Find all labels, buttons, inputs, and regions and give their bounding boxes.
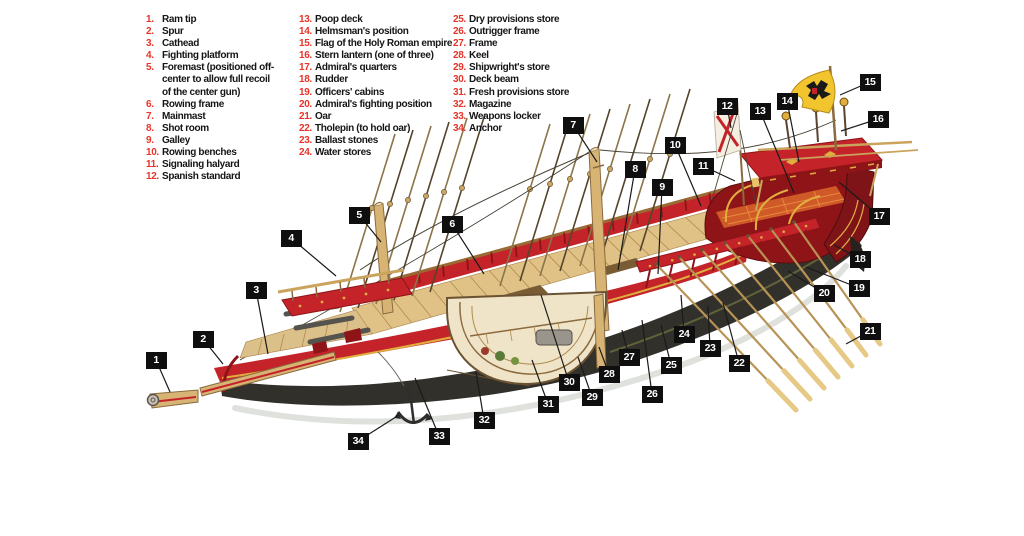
callout-tag-16: 16 <box>867 110 889 128</box>
fighting-platform <box>277 268 413 317</box>
gun-carriage <box>344 328 362 343</box>
callout-tag-25: 25 <box>660 356 682 374</box>
callout-tag-21: 21 <box>859 322 881 340</box>
callout-tag-2: 2 <box>192 330 214 348</box>
callout-tag-5: 5 <box>348 206 370 224</box>
callout-tag-10: 10 <box>664 136 686 154</box>
rigging <box>239 88 837 361</box>
callout-tag-23: 23 <box>699 339 721 357</box>
callout-tag-22: 22 <box>728 354 750 372</box>
callout-tag-14: 14 <box>776 92 798 110</box>
callout-tag-1: 1 <box>145 351 167 369</box>
leader-line-13 <box>759 110 795 194</box>
callout-tag-15: 15 <box>859 73 881 91</box>
stores-cargo <box>495 351 505 361</box>
leader-line-10 <box>674 144 702 207</box>
callout-tag-9: 9 <box>651 178 673 196</box>
callout-tag-27: 27 <box>618 348 640 366</box>
flag-holy-roman-empire <box>789 69 836 114</box>
leader-line-26 <box>641 319 653 395</box>
poop-deck <box>716 186 846 228</box>
callout-tag-8: 8 <box>624 160 646 178</box>
hull-side <box>214 248 748 382</box>
mainmast <box>588 147 610 333</box>
deck-hatch <box>600 258 643 275</box>
leader-line-30 <box>540 294 570 383</box>
callout-tag-33: 33 <box>428 427 450 445</box>
far-bulwark <box>345 178 762 306</box>
leader-line-14 <box>786 100 800 163</box>
callout-tag-29: 29 <box>581 388 603 406</box>
callout-tag-28: 28 <box>598 365 620 383</box>
callout-tag-24: 24 <box>673 325 695 343</box>
callout-tag-17: 17 <box>868 207 890 225</box>
quarter-gallery <box>823 165 875 263</box>
callout-tag-18: 18 <box>849 250 871 268</box>
leader-line-8 <box>617 168 636 271</box>
windlass <box>535 329 573 346</box>
callout-tag-6: 6 <box>441 215 463 233</box>
callout-tag-4: 4 <box>280 229 302 247</box>
callout-tag-12: 12 <box>716 97 738 115</box>
leader-line-22 <box>722 302 740 364</box>
anchor <box>377 351 433 425</box>
cutaway-section <box>446 290 607 387</box>
callout-tag-20: 20 <box>813 284 835 302</box>
callout-tag-13: 13 <box>749 102 771 120</box>
callout-tag-19: 19 <box>848 279 870 297</box>
ram-tip <box>146 389 199 409</box>
bow-assembly <box>146 268 433 425</box>
callout-tag-31: 31 <box>537 395 559 413</box>
callout-tag-34: 34 <box>347 432 369 450</box>
signaling-halyard <box>711 109 757 206</box>
callout-tag-11: 11 <box>692 157 714 175</box>
callout-tag-3: 3 <box>245 281 267 299</box>
leader-line-3 <box>255 289 269 355</box>
leader-line-33 <box>414 377 440 437</box>
callout-tag-32: 32 <box>473 411 495 429</box>
callout-tag-30: 30 <box>558 373 580 391</box>
lower-deck <box>469 317 593 337</box>
leader-line-9 <box>657 186 663 275</box>
callout-tag-26: 26 <box>641 385 663 403</box>
callout-tag-7: 7 <box>562 116 584 134</box>
spur <box>199 351 337 397</box>
